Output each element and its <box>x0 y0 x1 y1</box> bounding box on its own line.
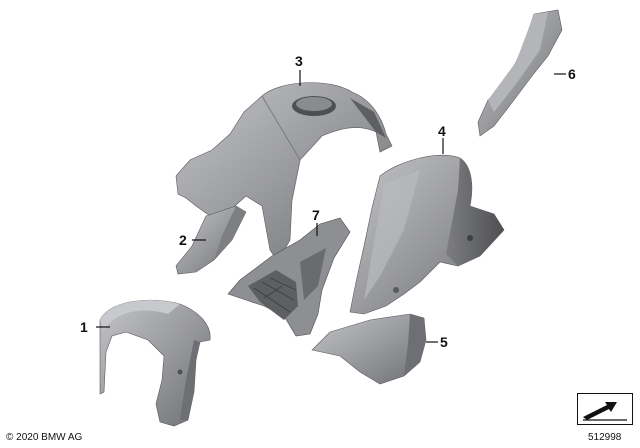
callout-7[interactable]: 7 <box>312 207 320 223</box>
part-7-center-frame-trim[interactable] <box>227 217 351 337</box>
callout-2[interactable]: 2 <box>179 232 187 248</box>
diagram-navigation-arrow-icon[interactable] <box>577 393 633 425</box>
part-2-small-side-panel[interactable] <box>175 205 247 275</box>
callout-1[interactable]: 1 <box>80 319 88 335</box>
part-1-front-fender[interactable] <box>99 299 211 427</box>
callout-6[interactable]: 6 <box>568 66 576 82</box>
part-6-rear-side-panel[interactable] <box>477 9 563 137</box>
part-5-lower-side-trim[interactable] <box>311 313 427 385</box>
part-4-side-cover[interactable] <box>349 154 505 315</box>
callout-numbers: 1 2 3 4 5 6 7 <box>80 53 576 350</box>
callout-4[interactable]: 4 <box>438 123 446 139</box>
diagram-id: 512998 <box>588 432 622 443</box>
callout-5[interactable]: 5 <box>440 334 448 350</box>
copyright-text: © 2020 BMW AG <box>6 432 83 443</box>
callout-leaders <box>96 70 566 343</box>
part-3-tank-cover[interactable] <box>175 82 393 263</box>
callout-3[interactable]: 3 <box>295 53 303 69</box>
